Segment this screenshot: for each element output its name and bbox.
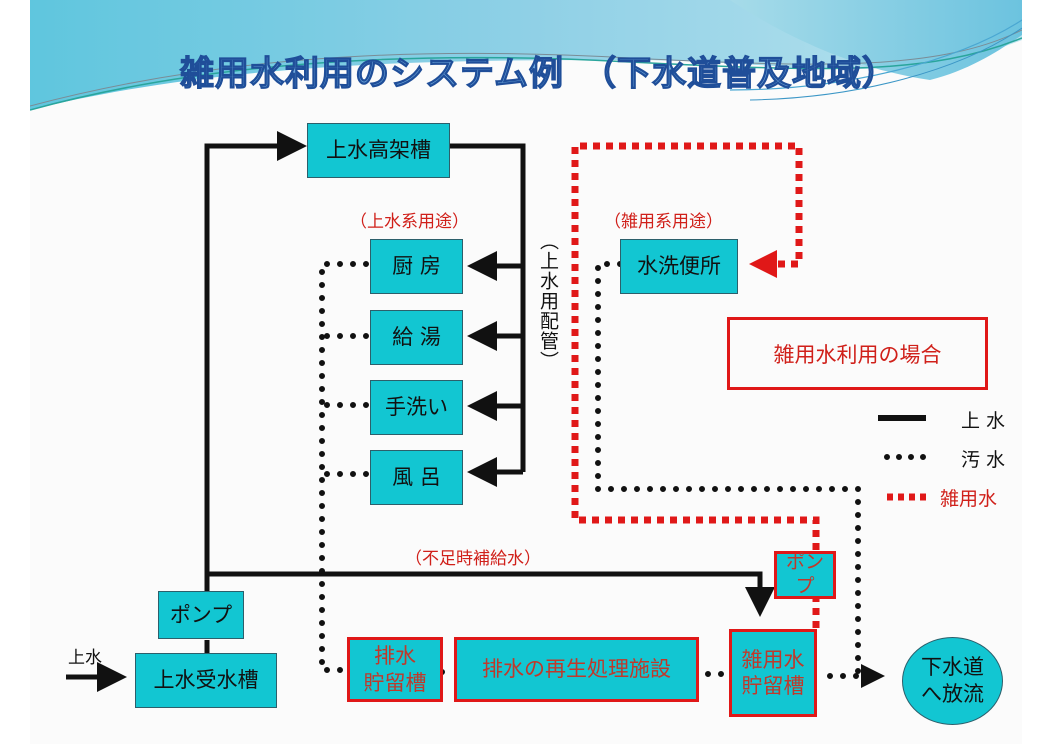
sewage-toilet [595,261,861,679]
page-title: 雑用水利用のシステム例 （下水道普及地域） [179,53,897,94]
label-potable-piping: （上水用配管） [537,231,559,371]
legend-label-potable: 上 水 [961,410,1006,432]
node-pump-grey[interactable]: ポンプ [774,551,836,599]
label-supplement: （不足時補給水） [405,549,541,569]
node-bath[interactable]: 風 呂 [370,450,463,505]
legend-swatches [878,415,929,501]
label-potable-use: （上水系用途） [350,212,469,232]
node-receiving-tank[interactable]: 上水受水槽 [135,653,277,708]
node-wastewater-tank-line1: 排水 [374,644,416,669]
slide: 雑用水利用のシステム例 （下水道普及地域） [30,0,1022,744]
label-inflow: 上水 [68,648,102,668]
flow-diagram [66,131,929,692]
node-wastewater-tank-line2: 貯留槽 [363,670,427,695]
node-sewer-line1: 下水道 [921,654,984,679]
greywater-lines [571,142,820,628]
node-sewer-discharge[interactable]: 下水道 へ放流 [902,637,1003,725]
node-elevated-tank[interactable]: 上水高架槽 [307,123,450,178]
node-greywater-tank[interactable]: 雑用水 貯留槽 [729,629,817,717]
line-supplement [207,571,775,617]
legend-label-sewage: 汚 水 [961,449,1006,471]
grey-pump-to-toilet [571,142,820,550]
header-wave-decoration [30,0,1022,111]
label-grey-use: （雑用系用途） [604,212,723,232]
node-sewer-line2: へ放流 [921,682,984,706]
node-flush-toilet[interactable]: 水洗便所 [620,239,738,294]
legend-label-greywater: 雑用水 [940,488,998,510]
node-pump-main[interactable]: ポンプ [158,591,244,639]
node-greywater-tank-line1: 雑用水 [741,647,805,672]
node-kitchen[interactable]: 厨 房 [370,239,463,294]
sewage-kitchen [319,261,369,673]
case-label-box: 雑用水利用の場合 [727,317,988,390]
node-greywater-tank-line2: 貯留槽 [741,674,805,698]
node-hot-water[interactable]: 給 湯 [370,310,463,365]
line-elevated-down [450,143,526,472]
potable-lines [66,131,775,692]
sewage-lines [319,261,885,688]
node-treatment-facility[interactable]: 排水の再生処理施設 [454,637,699,702]
line-pump-to-elevated-tank [204,131,307,608]
node-hand-wash[interactable]: 手洗い [370,380,463,435]
node-wastewater-tank[interactable]: 排水 貯留槽 [347,637,443,702]
